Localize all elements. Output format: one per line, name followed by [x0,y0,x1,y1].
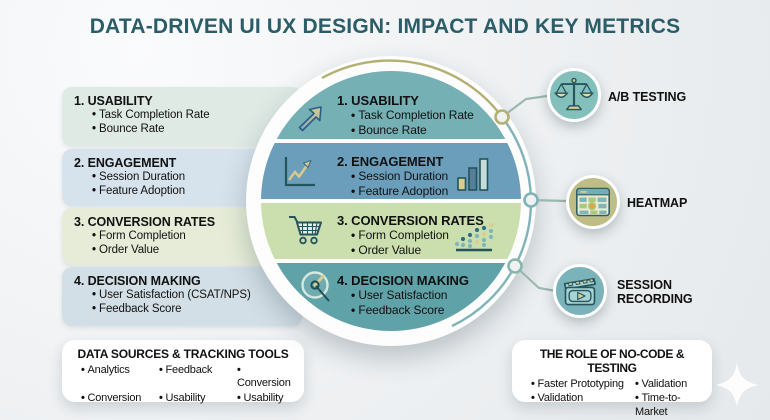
central-circle: 1. USABILITY Task Completion Rate Bounce… [261,71,521,331]
tool-bullet: Usability [227,392,295,405]
band-heading: 4. DECISION MAKING [337,273,469,288]
page-title: DATA-DRIVEN UI UX DESIGN: IMPACT AND KEY… [89,15,681,38]
session-recording-circle [553,264,607,318]
panel-bullet: Order Value [74,243,292,257]
no-code-testing-title: THE ROLE OF NO-CODE & TESTING [539,347,685,375]
heatmap-circle [566,175,620,229]
ab-testing-label: A/B TESTING [608,90,687,104]
panel-bullet: Session Duration [74,170,292,184]
sparkle-icon [715,363,759,407]
band-bullet: User Satisfaction [337,288,469,303]
role-bullet: Validation [521,392,625,419]
clapperboard-icon [561,272,599,310]
bar-chart-icon [454,155,492,193]
heatmap-label: HEATMAP [627,196,688,210]
panel-bullet: Bounce Rate [74,122,292,136]
band-bullet: Order Value [337,243,484,258]
line-chart-icon [280,153,318,191]
panel-heading: 2. ENGAGEMENT [74,156,177,170]
panel-heading: 4. DECISION MAKING [74,274,201,288]
band-bullet: Bounce Rate [337,123,474,138]
panel-heading: 3. CONVERSION RATES [74,215,215,229]
data-sources-box: DATA SOURCES & TRACKING TOOLS Analytics … [62,340,304,405]
band-conversion-rates: 3. CONVERSION RATES Form Completion Orde… [261,203,521,259]
tool-bullet: Feedback [149,364,227,391]
tool-bullet: Usability [149,392,227,405]
trend-arrow-icon [295,103,325,133]
band-bullet: Form Completion [337,228,484,243]
panel-bullet: User Satisfaction (CSAT/NPS) [74,288,292,302]
panel-bullet: Form Completion [74,229,292,243]
tool-bullet: Conversion [227,364,295,391]
band-usability: 1. USABILITY Task Completion Rate Bounce… [261,71,521,139]
heatmap-window-icon [575,186,611,218]
panel-bullet: Task Completion Rate [74,108,292,122]
tool-bullet: Analytics [71,364,149,391]
panel-bullet: Feature Adoption [74,184,292,198]
band-heading: 2. ENGAGEMENT [337,154,444,169]
band-bullet: Feedback Score [337,303,469,318]
tool-bullet: Conversion [71,392,149,405]
no-code-testing-box: THE ROLE OF NO-CODE & TESTING Faster Pro… [512,340,712,418]
panel-bullet: Feedback Score [74,302,292,316]
ab-testing-circle [547,68,601,122]
band-bullet: Feature Adoption [337,184,448,199]
role-bullet: Validation [625,378,703,391]
band-decision-making: 4. DECISION MAKING User Satisfaction Fee… [261,263,521,331]
shopping-cart-icon [286,210,324,248]
data-sources-title: DATA SOURCES & TRACKING TOOLS [77,347,289,361]
band-heading: 1. USABILITY [337,93,419,108]
balance-scale-icon [554,75,594,115]
band-engagement: 2. ENGAGEMENT Session Duration Feature A… [261,143,521,199]
band-bullet: Session Duration [337,169,448,184]
band-heading: 3. CONVERSION RATES [337,213,484,228]
panel-heading: 1. USABILITY [74,94,153,108]
session-recording-label: SESSION RECORDING [617,278,693,307]
role-bullet: Faster Prototyping [521,378,625,391]
role-bullet: Time-to-Market [625,392,703,419]
band-bullet: Task Completion Rate [337,108,473,123]
gauge-icon [297,268,337,308]
